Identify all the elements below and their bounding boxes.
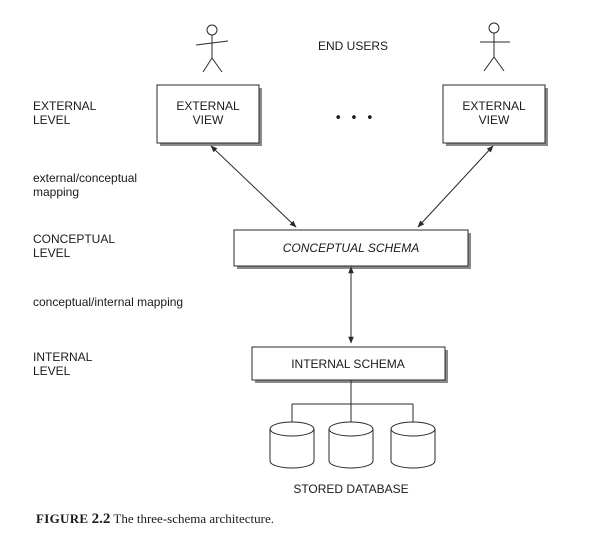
- external-view-left-line1: EXTERNAL: [176, 99, 240, 113]
- mapping-arrow-right: [417, 145, 494, 228]
- conceptual-schema-box: CONCEPTUAL SCHEMA: [233, 229, 471, 269]
- database-cylinder-icon-3: [390, 421, 436, 469]
- end-user-left-icon: [195, 24, 229, 73]
- conceptual-schema-label: CONCEPTUAL SCHEMA: [283, 241, 419, 255]
- external-level-label-line1: EXTERNAL: [33, 99, 97, 113]
- external-view-left-line2: VIEW: [193, 113, 224, 127]
- external-view-left-box: EXTERNAL VIEW: [156, 84, 262, 146]
- conceptual-level-label-line1: CONCEPTUAL: [33, 232, 115, 246]
- end-user-right-icon: [480, 22, 510, 72]
- external-view-right-box: EXTERNAL VIEW: [442, 84, 548, 146]
- ellipsis: • • •: [334, 111, 375, 126]
- database-cylinder-icon-1: [269, 421, 315, 469]
- figure-number: 2.2: [91, 511, 111, 527]
- conceptual-level-label-line2: LEVEL: [33, 246, 71, 260]
- external-conceptual-mapping-label-line1: external/conceptual: [33, 171, 137, 185]
- database-connectors: [291, 380, 414, 422]
- database-cylinder-icon-2: [328, 421, 374, 469]
- end-users-label: END USERS: [318, 39, 388, 53]
- figure-caption-text: The three-schema architecture.: [113, 511, 274, 526]
- figure-prefix: FIGURE: [36, 511, 89, 526]
- internal-schema-box: INTERNAL SCHEMA: [251, 346, 448, 383]
- external-view-right-line1: EXTERNAL: [462, 99, 526, 113]
- internal-level-label-line2: LEVEL: [33, 364, 71, 378]
- external-view-right-line2: VIEW: [479, 113, 510, 127]
- figure-caption: FIGURE 2.2 The three-schema architecture…: [36, 511, 274, 528]
- stored-database-label: STORED DATABASE: [293, 482, 408, 496]
- external-conceptual-mapping-label-line2: mapping: [33, 185, 79, 199]
- internal-schema-label: INTERNAL SCHEMA: [291, 357, 405, 371]
- conceptual-internal-mapping-label: conceptual/internal mapping: [33, 295, 183, 309]
- internal-level-label-line1: INTERNAL: [33, 350, 93, 364]
- external-level-label-line2: LEVEL: [33, 113, 71, 127]
- mapping-arrow-left: [210, 145, 297, 228]
